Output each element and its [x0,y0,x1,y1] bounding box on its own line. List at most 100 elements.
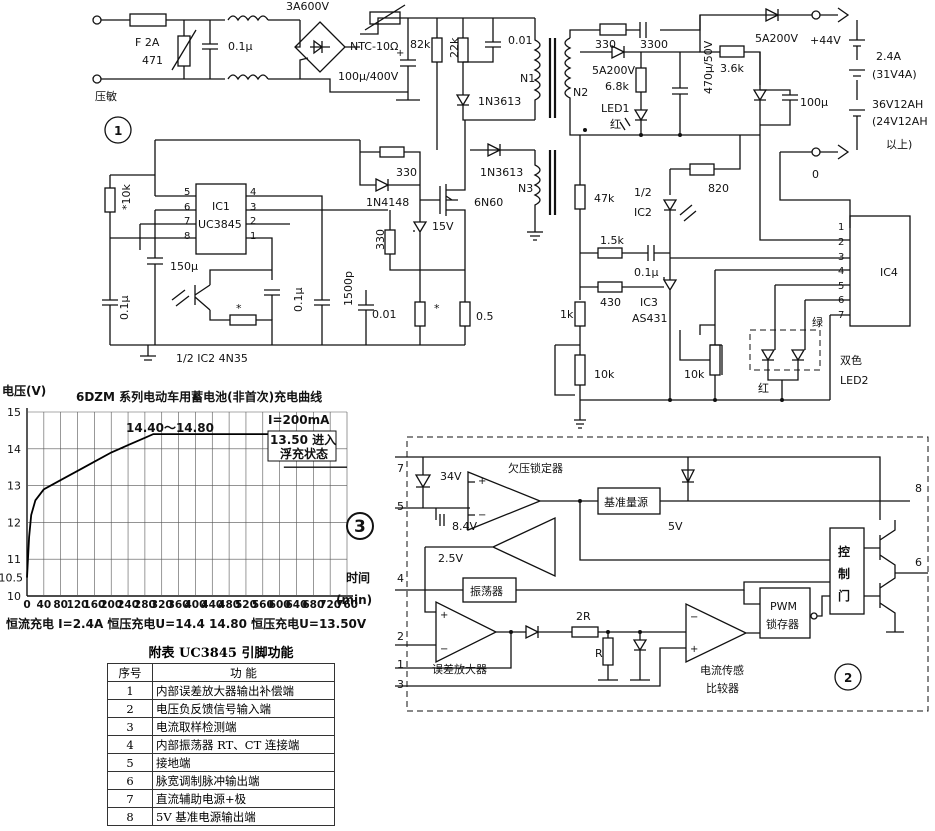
cap01u-mid-label: 0.1μ [292,288,305,313]
pin-no: 4 [107,735,153,754]
x-tick-label: 640 [286,599,308,611]
x-tick-label: 400 [184,599,206,611]
ac-terminal-top [92,15,102,25]
terminal-zero [811,147,821,157]
diode-1n4148: 1N4148 [366,196,409,209]
led1-color: 红 [610,118,621,131]
x-tick-label: 80 [53,599,68,611]
pin-no: 6 [107,771,153,790]
r330-a-label: 330 [396,166,417,179]
ac-terminal-bottom [92,74,102,84]
ic4-label: IC4 [880,266,898,279]
resistor-330-a [379,146,405,158]
battery-line-e: 以上) [886,138,912,151]
n2-label: N2 [573,86,588,99]
varistor-value: 471 [142,54,163,67]
block-pin-1: 1 [397,658,404,671]
x-tick-label: 360 [168,599,190,611]
r1k-label: 1k [560,308,574,321]
resistor-47k [574,184,586,210]
badge-3-text: 3 [354,517,366,537]
vref-label: 基准量源 [604,495,648,509]
x-tick-label: 0 [23,599,30,611]
pin-fn: 接地端 [152,753,335,772]
pot10k-a-label: 10k [594,368,615,381]
y-tick-label: 14 [7,443,21,456]
pot-10k-a [574,354,586,386]
ic2-half: 1/2 [634,186,652,199]
ic1-pin-6: 6 [184,202,190,213]
cap001-top-label: 0.01 [508,34,533,47]
resistor-15k [597,247,623,259]
resistor-05 [459,301,471,327]
ic1-pin-3: 3 [250,202,256,213]
ctrl-b: 制 [838,566,850,581]
block-pin-5: 5 [397,500,404,513]
oscillator-box [462,577,517,603]
v34-label: 34V [440,470,462,483]
float-box [267,430,337,462]
x-tick-label: 120 [67,599,89,611]
r15k-label: 1.5k [600,234,624,247]
v84-label: 8.4V [452,520,477,533]
control-gate-box [829,527,865,615]
resistor-2r [571,626,599,638]
r820-label: 820 [708,182,729,195]
ic4-pin-5: 5 [838,281,844,292]
x-tick-label: 160 [83,599,105,611]
pwm-latch-box [759,587,811,639]
cs-b: 比较器 [706,681,739,695]
led2-package [749,329,821,371]
ntc-label: NTC-10Ω [350,40,398,53]
pot10k-b-label: 10k [684,368,705,381]
x-tick-label: 680 [302,599,324,611]
led2-green: 绿 [812,315,823,329]
zener15v-label: 15V [432,220,454,233]
r-label: R [595,647,603,660]
x-tick-label: 600 [269,599,291,611]
osc-label: 振荡器 [470,584,503,598]
cap001-low-label: 0.01 [372,308,397,321]
r82k-label: 82k [410,38,431,51]
pin-fn: 内部误差放大器输出补偿端 [152,681,335,700]
cap150u-label: 150μ [170,260,198,273]
resistor-star-b [414,301,426,327]
pot-10k-b [709,344,721,376]
ic3-label: IC3 [640,296,658,309]
resistor-68k [635,67,647,93]
r36k-label: 3.6k [720,62,744,75]
resistor-1k [574,301,586,327]
c3300-label: 3300 [640,38,668,51]
block-outline [406,436,929,712]
block-pin-8: 8 [915,482,922,495]
c01u-label: 0.1μ [634,266,659,279]
block-pin-4: 4 [397,572,404,585]
ctrl-c: 门 [838,588,850,603]
r-star-a-label: * [236,302,242,315]
battery-line-b: (31V4A) [872,68,917,81]
circle-1-text: 1 [114,124,122,138]
ic1-pin-1: 1 [250,231,256,242]
circle-badge-2 [834,663,862,691]
ic1-pin-8: 8 [184,231,190,242]
cap100u-label: 100μ [800,96,828,109]
svg-text:−: − [690,612,698,623]
fuse-label: F 2A [135,36,160,49]
circle-2-text: 2 [844,671,852,685]
r-star-b-label: * [434,302,440,315]
zero-label: 0 [812,168,819,181]
pin-fn: 电流取样检测端 [152,717,335,736]
input-cap-label: 0.1μ [228,40,253,53]
r330-out-label: 330 [595,38,616,51]
x-tick-label: 480 [218,599,240,611]
pin-fn: 内部振荡器 RT、CT 连接端 [152,735,335,754]
x-tick-label: 40 [37,599,52,611]
led2-b: LED2 [840,374,869,387]
ic4-box [849,215,911,327]
ic4-pin-4: 4 [838,266,844,277]
r05-label: 0.5 [476,310,494,323]
